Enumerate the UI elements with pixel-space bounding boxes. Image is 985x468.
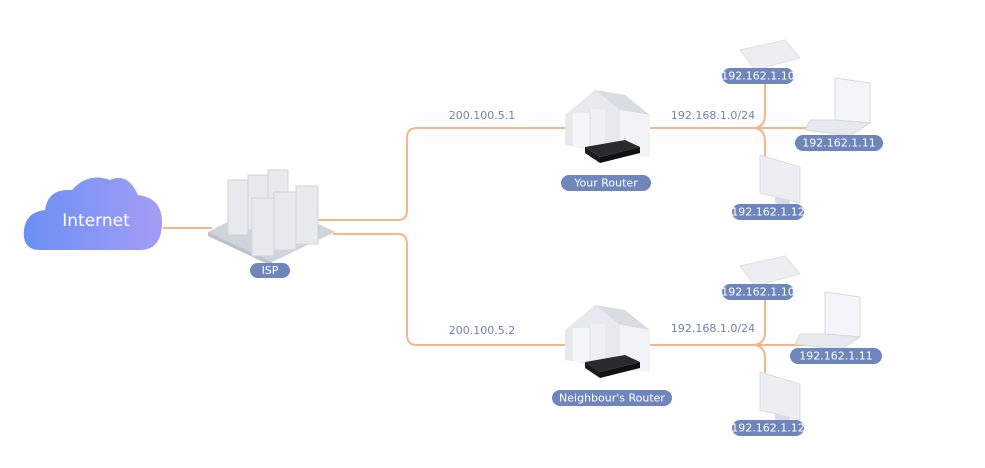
monitor-icon: [759, 371, 801, 425]
wire-isp-your-router: [318, 127, 570, 221]
svg-text:192.162.1.12: 192.162.1.12: [731, 422, 804, 435]
monitor-icon: [759, 154, 801, 208]
device-label: 192.162.1.11: [795, 135, 883, 151]
device-label: 192.162.1.10: [721, 68, 795, 84]
device-label: 192.162.1.10: [721, 284, 795, 300]
svg-text:192.162.1.10: 192.162.1.10: [721, 286, 794, 299]
neighbour-wan-ip: 200.100.5.2: [449, 324, 515, 337]
your-router-label: Your Router: [561, 175, 651, 191]
tablet-icon: [739, 255, 801, 287]
laptop-icon: [804, 77, 871, 137]
tablet-icon: [739, 39, 801, 71]
neighbour-router-label: Neighbour's Router: [552, 390, 672, 406]
wire-your-lan: [645, 84, 820, 165]
wire-neighbour-lan: [645, 300, 808, 380]
your-house-router-icon: [565, 90, 650, 163]
svg-text:192.162.1.11: 192.162.1.11: [802, 137, 875, 150]
svg-text:Your Router: Your Router: [573, 177, 638, 190]
isp-server-icon: [208, 169, 335, 266]
wire-isp-neighbour-router: [333, 233, 570, 346]
svg-text:Neighbour's Router: Neighbour's Router: [559, 392, 665, 405]
internet-label: Internet: [62, 211, 130, 231]
device-label: 192.162.1.11: [790, 348, 882, 364]
isp-label: ISP: [250, 263, 290, 278]
svg-text:ISP: ISP: [262, 264, 279, 277]
laptop-icon: [794, 291, 861, 351]
internet-cloud: Internet: [23, 177, 162, 250]
svg-text:192.162.1.11: 192.162.1.11: [799, 350, 872, 363]
svg-text:192.162.1.10: 192.162.1.10: [721, 70, 794, 83]
device-label: 192.162.1.12: [731, 420, 805, 436]
neighbour-house-router-icon: [565, 305, 650, 378]
your-subnet: 192.168.1.0/24: [671, 109, 755, 122]
neighbour-subnet: 192.168.1.0/24: [671, 322, 755, 335]
device-label: 192.162.1.12: [731, 204, 805, 220]
your-wan-ip: 200.100.5.1: [449, 109, 515, 122]
svg-text:192.162.1.12: 192.162.1.12: [731, 206, 804, 219]
